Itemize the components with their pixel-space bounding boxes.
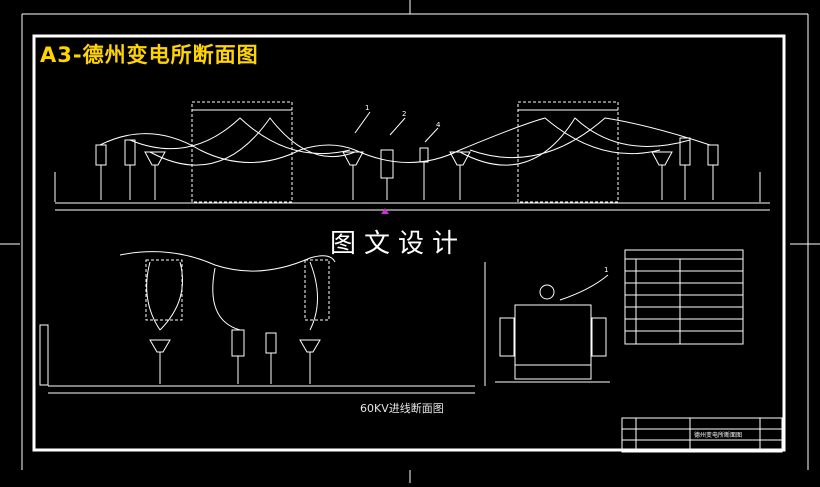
wire-4 <box>354 149 461 163</box>
wire-1 <box>99 133 356 163</box>
title-block-name: 德州变电所断面图 <box>694 431 742 439</box>
drawing-border <box>32 34 786 452</box>
center-ct <box>419 147 429 163</box>
center-insulator-2 <box>449 151 471 166</box>
lower-insulator-2 <box>299 339 321 353</box>
transformer-radiator-right <box>591 317 607 357</box>
callout-leader-2 <box>389 117 406 136</box>
lower-insulator-1 <box>149 339 171 353</box>
lower-wire-4 <box>212 267 241 331</box>
lower-wire-2 <box>146 261 161 331</box>
transformer-base <box>514 364 592 380</box>
title-block <box>621 417 783 453</box>
wire-7 <box>469 117 711 159</box>
lower-wire-3 <box>159 261 183 331</box>
lower-ct <box>265 332 277 354</box>
left-insulator-1 <box>144 151 166 166</box>
lower-breaker <box>231 329 245 357</box>
callout-3: 4 <box>436 121 441 129</box>
lower-gantry-right <box>304 259 330 321</box>
left-equipment-1 <box>95 144 107 166</box>
lower-gantry-left <box>145 259 183 321</box>
wire-3 <box>149 117 356 166</box>
right-gantry <box>517 101 619 203</box>
transformer-conservator <box>539 284 555 300</box>
lower-wire-1 <box>119 251 336 272</box>
callout-1: 1 <box>365 104 369 112</box>
transformer-radiator-left <box>499 317 515 357</box>
transformer-body <box>514 304 592 366</box>
drawing-title: A3-德州变电所断面图 <box>40 43 259 67</box>
wire-5 <box>459 117 661 155</box>
lower-left-section <box>39 251 475 394</box>
callout-2: 2 <box>402 110 406 118</box>
insertion-marker <box>381 208 389 214</box>
left-gantry <box>191 101 293 203</box>
equipment-table <box>624 249 744 345</box>
lower-section-caption: 60KV进线断面图 <box>360 402 444 415</box>
upper-section <box>54 101 770 211</box>
right-equipment-2 <box>707 144 719 166</box>
right-insulator-1 <box>651 151 673 166</box>
transformer-lead <box>559 274 609 301</box>
equipment-table-frame <box>624 249 744 345</box>
center-breaker <box>380 149 394 179</box>
left-equipment-2 <box>124 139 136 166</box>
lower-wire-5 <box>309 261 318 331</box>
callout-transformer: 1 <box>604 266 608 274</box>
watermark-text: 图文设计 <box>330 229 467 259</box>
center-insulator-1 <box>342 151 364 166</box>
title-block-frame <box>621 417 783 453</box>
transformer <box>484 262 610 386</box>
callout-leader-3 <box>424 127 439 143</box>
lower-wall <box>39 324 49 386</box>
wire-6 <box>459 117 691 166</box>
callout-leader-1 <box>354 111 371 134</box>
